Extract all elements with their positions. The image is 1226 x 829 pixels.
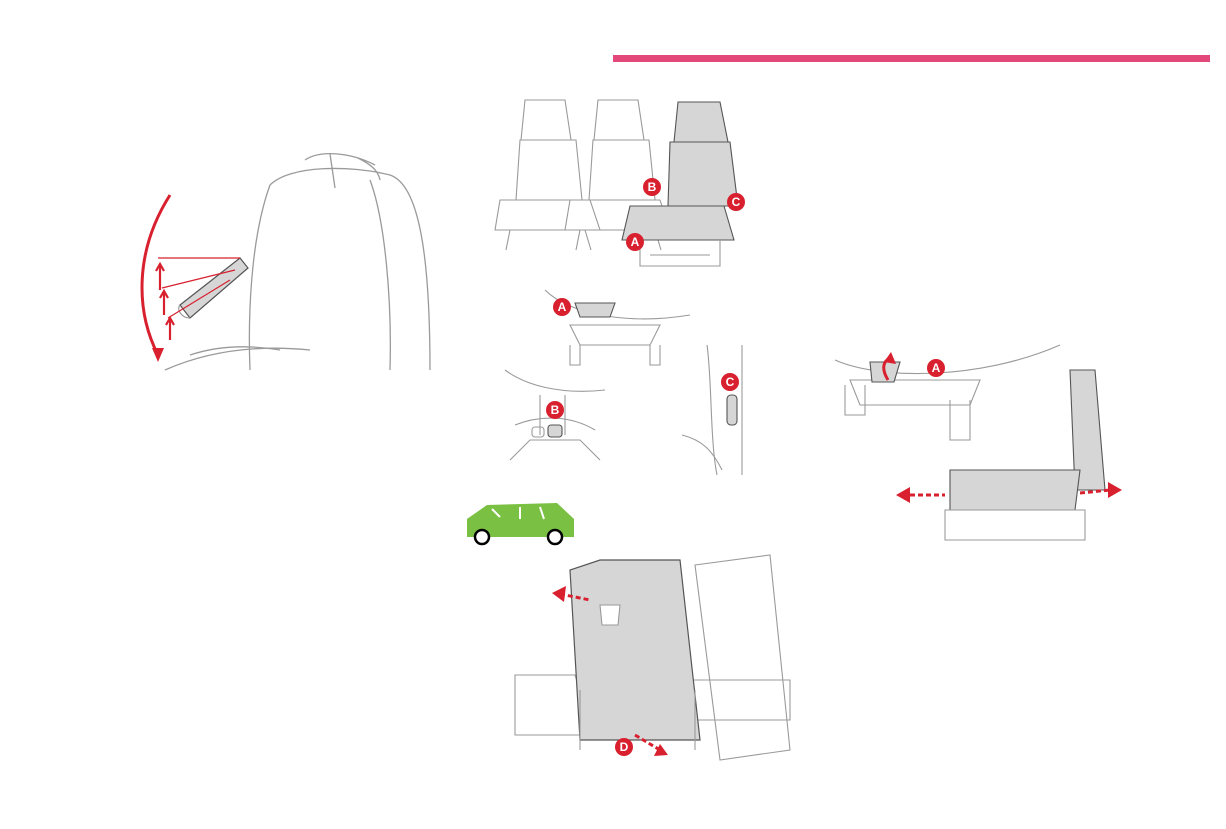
seat-slide-illustration: A [830,340,1130,555]
callout-a-detail: A [553,298,571,316]
armrest-shape [179,258,248,318]
svg-text:C: C [732,195,741,209]
svg-text:A: A [932,361,941,375]
callout-a: A [626,233,644,251]
svg-text:D: D [620,740,629,754]
callout-d: D [615,738,633,756]
svg-text:C: C [726,375,735,389]
fold-seat-rear-illustration: D [510,550,795,780]
svg-text:A: A [558,300,567,314]
car-icon [462,497,577,547]
callout-c: C [727,193,745,211]
svg-text:A: A [631,235,640,249]
svg-text:B: B [648,180,657,194]
lever-b-detail-illustration: B [500,365,610,465]
svg-text:B: B [551,403,560,417]
lever-c-detail-illustration: C [672,340,772,480]
header-accent-rule [613,55,1210,62]
callout-a-slide: A [927,359,945,377]
callout-c-detail: C [721,373,739,391]
callout-b-detail: B [546,401,564,419]
armrest-adjustment-illustration [130,140,450,390]
callout-b: B [643,178,661,196]
seat-row-overview-illustration: B C A [490,90,760,290]
